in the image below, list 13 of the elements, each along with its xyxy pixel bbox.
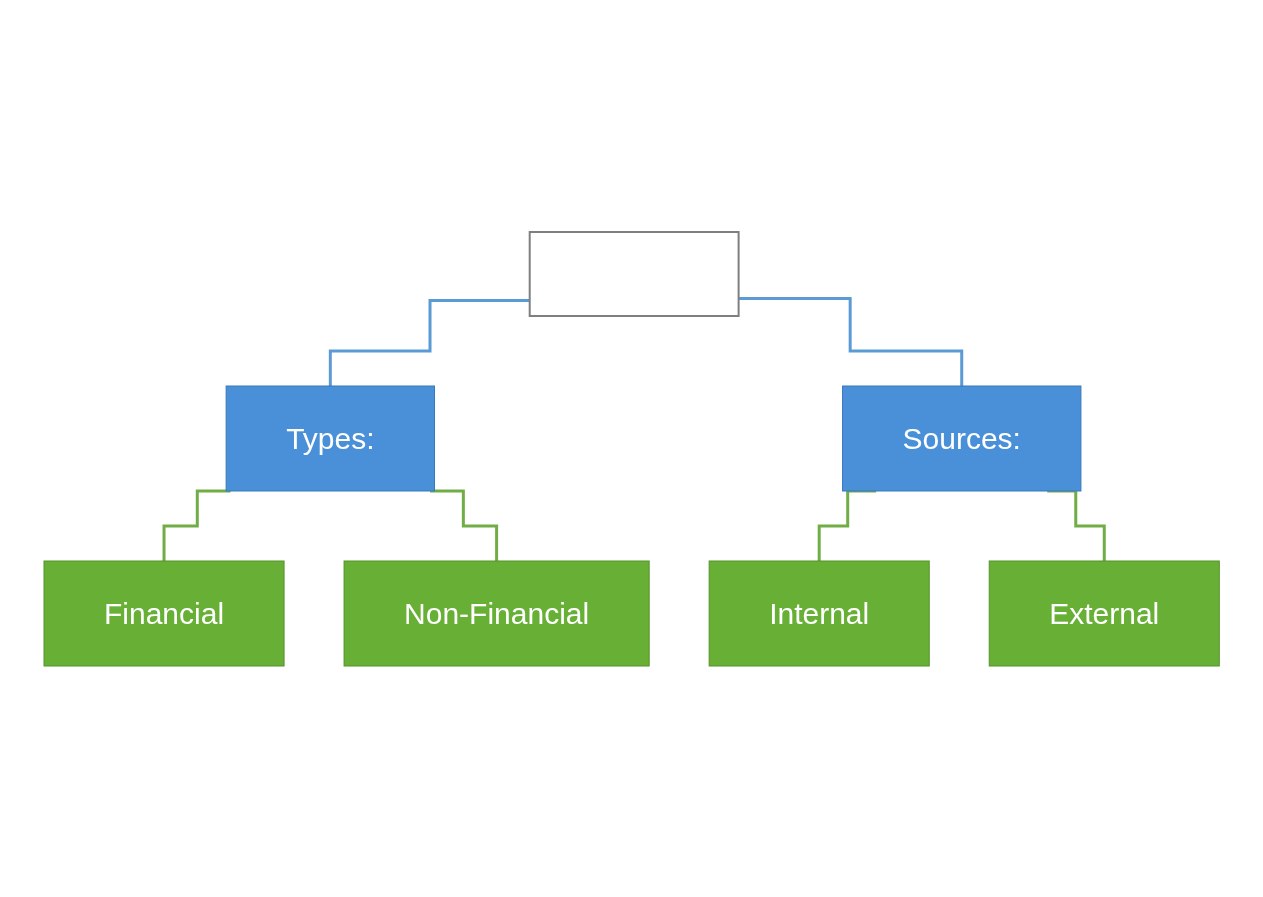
node-box: Sources: — [841, 385, 1082, 491]
node-box — [528, 230, 740, 317]
node-box: External — [988, 560, 1220, 666]
connector — [328, 298, 530, 387]
node-box: Financial — [43, 560, 285, 666]
connector — [738, 296, 964, 387]
connector — [429, 489, 498, 562]
node-box: Non-Financial — [343, 560, 650, 666]
node-box: Internal — [708, 560, 930, 666]
connector — [162, 489, 231, 562]
connector — [817, 489, 877, 562]
connector — [1047, 489, 1106, 562]
node-box: Types: — [225, 385, 435, 491]
